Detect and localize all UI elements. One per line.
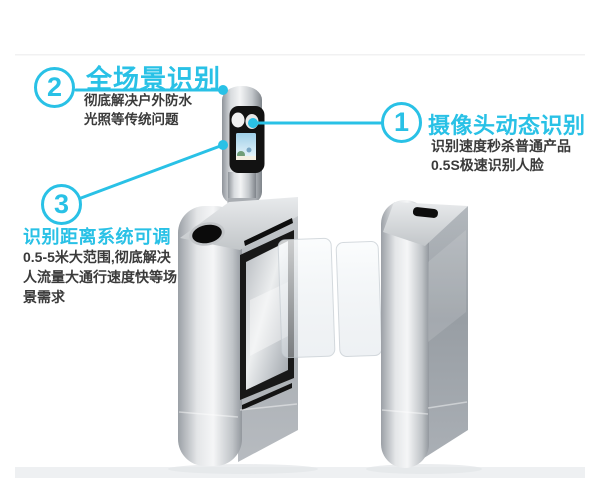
callout-3-desc-line: 景需求 <box>23 289 65 305</box>
callout-2-title: 全场景识别 <box>86 64 222 94</box>
callout-1-desc-line: 0.5S极速识别人脸 <box>431 157 544 173</box>
right-side-reflection <box>428 230 466 342</box>
number-badge-3: 3 <box>41 184 82 225</box>
callout-dot-3 <box>218 140 228 150</box>
photo-top-edge <box>15 54 585 56</box>
glass-panel-left <box>277 237 336 359</box>
callout-2-desc: 彻底解决户外防水 光照等传统问题 <box>84 92 192 129</box>
lower-slot <box>242 383 292 410</box>
callout-2-desc-line: 光照等传统问题 <box>84 111 179 127</box>
callout-3-title: 识别距离系统可调 <box>23 227 171 247</box>
glass-panel-right <box>335 241 383 357</box>
badge-2-number: 2 <box>46 72 63 102</box>
right-pedestal-top-face <box>383 202 468 246</box>
right-pedestal-shadow <box>366 464 482 474</box>
callout-1-desc: 识别速度秒杀普通产品 0.5S极速识别人脸 <box>431 137 571 175</box>
camera-pole <box>222 86 265 219</box>
callout-3-desc-line: 0.5-5米大范围,彻底解决 <box>23 249 171 265</box>
badge-1-number: 1 <box>393 107 410 137</box>
right-pedestal <box>381 200 468 468</box>
right-pedestal-seam <box>381 401 468 415</box>
callout-dot-1 <box>248 118 258 128</box>
number-badge-2: 2 <box>34 67 75 108</box>
swing-glass-panels <box>277 237 383 359</box>
right-pedestal-side-face <box>424 206 468 458</box>
callout-1-title: 摄像头动态识别 <box>428 113 586 138</box>
callout-dot-2 <box>218 85 228 95</box>
number-badge-1: 1 <box>381 102 422 143</box>
right-top-slot <box>412 207 438 218</box>
left-pedestal <box>178 197 298 466</box>
top-indicator-slot <box>244 218 293 246</box>
callout-3-desc-line: 人流量大通行速度快等场 <box>23 269 177 285</box>
badge-3-number: 3 <box>53 189 70 219</box>
right-pedestal-column <box>381 200 429 468</box>
floor-strip <box>15 467 585 478</box>
callout-1-desc-line: 识别速度秒杀普通产品 <box>431 138 571 154</box>
callout-3-desc: 0.5-5米大范围,彻底解决 人流量大通行速度快等场 景需求 <box>23 247 177 307</box>
window-glass <box>246 241 288 390</box>
face-screen <box>236 133 256 160</box>
callout-line-3 <box>79 143 225 200</box>
callout-lines <box>74 85 383 200</box>
window-reflection <box>250 282 288 356</box>
left-pedestal-shadow <box>168 464 318 474</box>
left-pedestal-seam <box>178 403 298 418</box>
left-pedestal-column <box>178 206 242 466</box>
top-oval-port <box>192 224 222 244</box>
callout-2-desc-line: 彻底解决户外防水 <box>84 93 192 108</box>
camera-lens-left-icon <box>231 112 245 128</box>
